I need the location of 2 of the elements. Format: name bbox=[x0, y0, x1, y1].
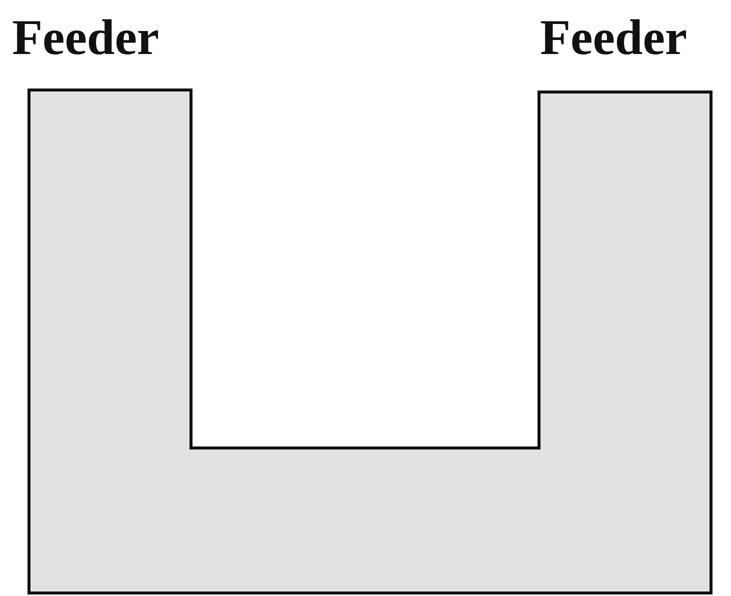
feeder-label: Feeder bbox=[12, 12, 160, 62]
feeder-label: Feeder bbox=[540, 12, 688, 62]
